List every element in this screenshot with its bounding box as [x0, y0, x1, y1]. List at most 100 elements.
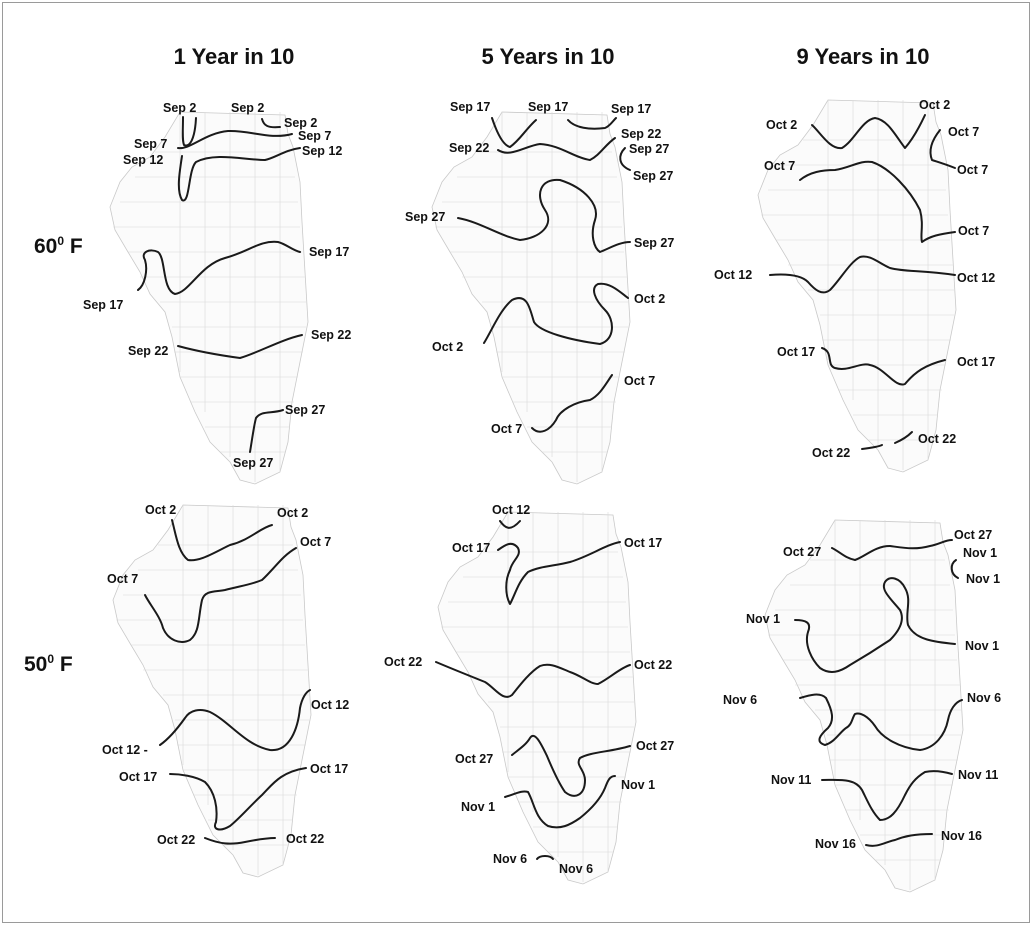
isoline-label: Sep 22 [449, 141, 490, 155]
isoline-label: Oct 22 [812, 446, 851, 460]
isoline-label: Oct 22 [157, 833, 196, 847]
illinois-map-60f-1in10 [109, 111, 309, 485]
isoline-label: Nov 1 [461, 800, 496, 814]
isoline [567, 117, 617, 130]
isoline-label: Sep 7 [298, 129, 332, 143]
isoline-label: Oct 7 [107, 572, 139, 586]
isoline-label: Oct 17 [957, 355, 996, 369]
isoline [169, 767, 307, 831]
isoline-label: Oct 17 [624, 536, 663, 550]
isoline-label: Nov 6 [493, 852, 528, 866]
column-title-2: 5 Years in 10 [481, 44, 615, 69]
row-title-60f: 600 F [34, 234, 83, 258]
illinois-map-50f-9in10 [764, 519, 964, 893]
isoline-label: Sep 17 [83, 298, 124, 312]
isoline-label: Nov 11 [771, 773, 812, 787]
isoline-label: Oct 12 [492, 503, 531, 517]
isoline-label: Oct 2 [919, 98, 951, 112]
isoline-label: Oct 27 [636, 739, 675, 753]
isoline-label: Oct 27 [954, 528, 993, 542]
isoline-label: Nov 1 [966, 572, 1001, 586]
isoline-label: Oct 7 [624, 374, 656, 388]
isoline-label: Sep 22 [311, 328, 352, 342]
isoline-label: Sep 27 [285, 403, 326, 417]
isoline [511, 735, 631, 797]
isoline [435, 661, 631, 698]
isoline [177, 147, 301, 202]
illinois-map-60f-5in10 [431, 111, 631, 485]
isoline [929, 129, 956, 169]
isoline-label: Nov 1 [621, 778, 656, 792]
isoline-label: Oct 17 [310, 762, 349, 776]
isoline [504, 775, 616, 829]
isoline-label: Oct 12 - [102, 743, 148, 757]
isoline-label: Sep 17 [309, 245, 350, 259]
isoline [457, 178, 631, 253]
isoline-label: Nov 1 [965, 639, 1000, 653]
isoline [799, 693, 963, 751]
isoline-label: Oct 7 [948, 125, 980, 139]
column-title-3: 9 Years in 10 [796, 44, 930, 69]
isoline [261, 118, 281, 129]
isoline [171, 519, 273, 562]
isoline [497, 137, 616, 161]
isoline [536, 855, 554, 860]
isoline-label: Oct 17 [119, 770, 158, 784]
isoline-label: Nov 1 [963, 546, 998, 560]
isoline-label: Nov 11 [958, 768, 999, 782]
column-title-1: 1 Year in 10 [173, 44, 295, 69]
isoline [619, 147, 631, 171]
isoline-label: Nov 6 [967, 691, 1002, 705]
isoline [865, 833, 933, 847]
row-title-degrees: 50 [24, 653, 48, 676]
isoline [177, 129, 293, 150]
isoline-label: Oct 22 [286, 832, 325, 846]
isoline-label: Oct 22 [918, 432, 957, 446]
isoline-label: Sep 27 [233, 456, 274, 470]
isoline-label: Nov 6 [559, 862, 594, 876]
isoline [894, 431, 913, 444]
isoline-label: Oct 12 [714, 268, 753, 282]
isoline [811, 114, 926, 150]
isoline-label: Oct 2 [277, 506, 309, 520]
isoline-label: Oct 17 [452, 541, 491, 555]
isoline-label: Oct 7 [300, 535, 332, 549]
isoline-label: Oct 2 [432, 340, 464, 354]
isoline-label: Oct 17 [777, 345, 816, 359]
isoline-label: Oct 27 [455, 752, 494, 766]
isoline-label: Sep 22 [621, 127, 662, 141]
isoline [794, 577, 956, 673]
isoline-label: Sep 2 [284, 116, 318, 130]
isoline-label: Oct 2 [145, 503, 177, 517]
isoline [181, 116, 197, 147]
isoline-label: Sep 27 [629, 142, 670, 156]
isoline-label: Sep 17 [528, 100, 569, 114]
isoline [499, 520, 521, 529]
isoline-label: Sep 12 [123, 153, 164, 167]
isoline-label: Sep 12 [302, 144, 343, 158]
isoline-label: Sep 27 [405, 210, 446, 224]
isoline-label: Oct 7 [764, 159, 796, 173]
isoline [861, 444, 883, 450]
isoline-label: Oct 2 [634, 292, 666, 306]
isoline-label: Sep 2 [163, 101, 197, 115]
isoline [821, 770, 953, 821]
isoline [177, 334, 303, 359]
isoline-label: Oct 2 [766, 118, 798, 132]
isoline-label: Oct 22 [634, 658, 673, 672]
isoline [483, 282, 629, 345]
isoline [144, 547, 297, 643]
isoline-label: Nov 1 [746, 612, 781, 626]
isoline-label: Oct 12 [957, 271, 996, 285]
isoline-label: Oct 12 [311, 698, 350, 712]
illinois-map-60f-9in10 [757, 99, 957, 473]
isoline-label: Oct 7 [491, 422, 523, 436]
row-title-50f: 500 F [24, 652, 73, 676]
isoline [491, 117, 537, 148]
isoline-label: Sep 7 [134, 137, 168, 151]
isoline-label: Nov 16 [941, 829, 982, 843]
isoline-label: Nov 16 [815, 837, 856, 851]
isoline [769, 255, 956, 294]
